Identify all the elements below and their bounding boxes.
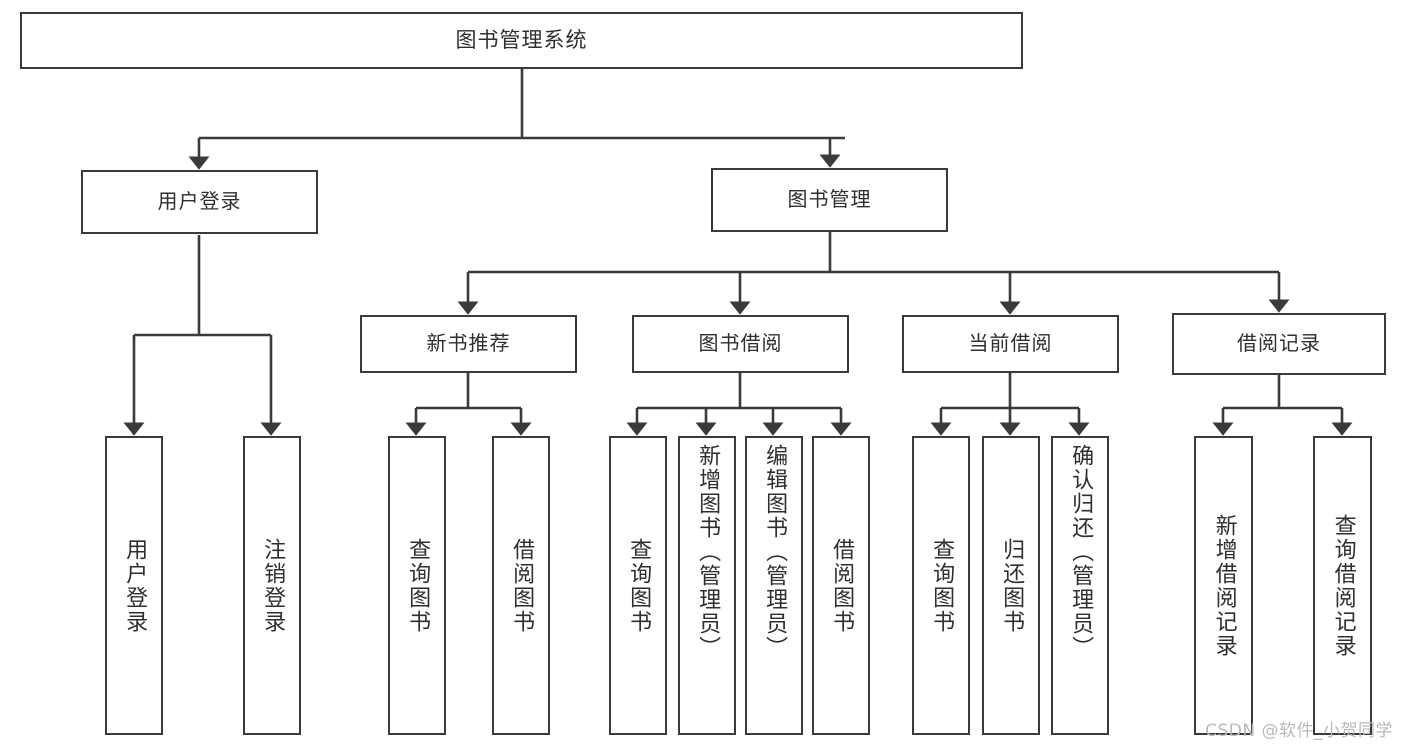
- node-user-login[interactable]: 用户登录: [81, 170, 318, 234]
- node-current-borrow[interactable]: 当前借阅: [902, 315, 1119, 373]
- node-leaf-query-record[interactable]: 查询借阅记录: [1313, 436, 1372, 735]
- node-leaf-edit-book-label: 编辑图书（管理员）: [762, 444, 788, 660]
- node-leaf-query-record-label: 查询借阅记录: [1330, 513, 1356, 658]
- csdn-watermark: CSDN @软件_小贺同学: [1205, 721, 1393, 741]
- node-book-manage-label: 图书管理: [787, 187, 872, 212]
- node-leaf-return-book[interactable]: 归还图书: [982, 436, 1040, 735]
- node-leaf-borrow-book-1-label: 借阅图书: [509, 537, 535, 634]
- node-leaf-borrow-book-2[interactable]: 借阅图书: [812, 436, 870, 735]
- node-leaf-add-record-label: 新增借阅记录: [1211, 513, 1237, 658]
- node-root[interactable]: 图书管理系统: [20, 12, 1023, 69]
- node-root-label: 图书管理系统: [455, 28, 588, 53]
- node-leaf-user-login[interactable]: 用户登录: [105, 436, 163, 735]
- node-leaf-add-book[interactable]: 新增图书（管理员）: [678, 436, 736, 735]
- node-book-borrow[interactable]: 图书借阅: [632, 315, 849, 373]
- node-leaf-borrow-book-1[interactable]: 借阅图书: [492, 436, 550, 735]
- node-leaf-query-book-3[interactable]: 查询图书: [912, 436, 970, 735]
- node-leaf-confirm-return[interactable]: 确认归还（管理员）: [1051, 436, 1109, 735]
- node-leaf-query-book-2[interactable]: 查询图书: [609, 436, 667, 735]
- node-leaf-query-book-2-label: 查询图书: [626, 537, 652, 634]
- node-leaf-return-book-label: 归还图书: [999, 537, 1025, 634]
- node-new-book-recommend[interactable]: 新书推荐: [360, 315, 577, 373]
- node-user-login-label: 用户登录: [157, 189, 242, 214]
- node-book-manage[interactable]: 图书管理: [711, 168, 948, 232]
- node-leaf-borrow-book-2-label: 借阅图书: [829, 537, 855, 634]
- node-leaf-query-book-1[interactable]: 查询图书: [388, 436, 446, 735]
- node-leaf-confirm-return-label: 确认归还（管理员）: [1068, 444, 1094, 660]
- node-book-borrow-label: 图书借阅: [698, 331, 783, 356]
- node-leaf-logout-login[interactable]: 注销登录: [243, 436, 301, 735]
- node-leaf-edit-book[interactable]: 编辑图书（管理员）: [745, 436, 803, 735]
- node-current-borrow-label: 当前借阅: [968, 331, 1053, 356]
- node-new-book-recommend-label: 新书推荐: [426, 331, 511, 356]
- node-leaf-query-book-1-label: 查询图书: [405, 537, 431, 634]
- node-leaf-query-book-3-label: 查询图书: [929, 537, 955, 634]
- node-leaf-user-login-label: 用户登录: [122, 537, 148, 634]
- node-borrow-record[interactable]: 借阅记录: [1172, 313, 1386, 375]
- node-leaf-logout-login-label: 注销登录: [260, 537, 286, 634]
- node-borrow-record-label: 借阅记录: [1237, 331, 1321, 356]
- node-leaf-add-book-label: 新增图书（管理员）: [695, 444, 721, 660]
- node-leaf-add-record[interactable]: 新增借阅记录: [1194, 436, 1253, 735]
